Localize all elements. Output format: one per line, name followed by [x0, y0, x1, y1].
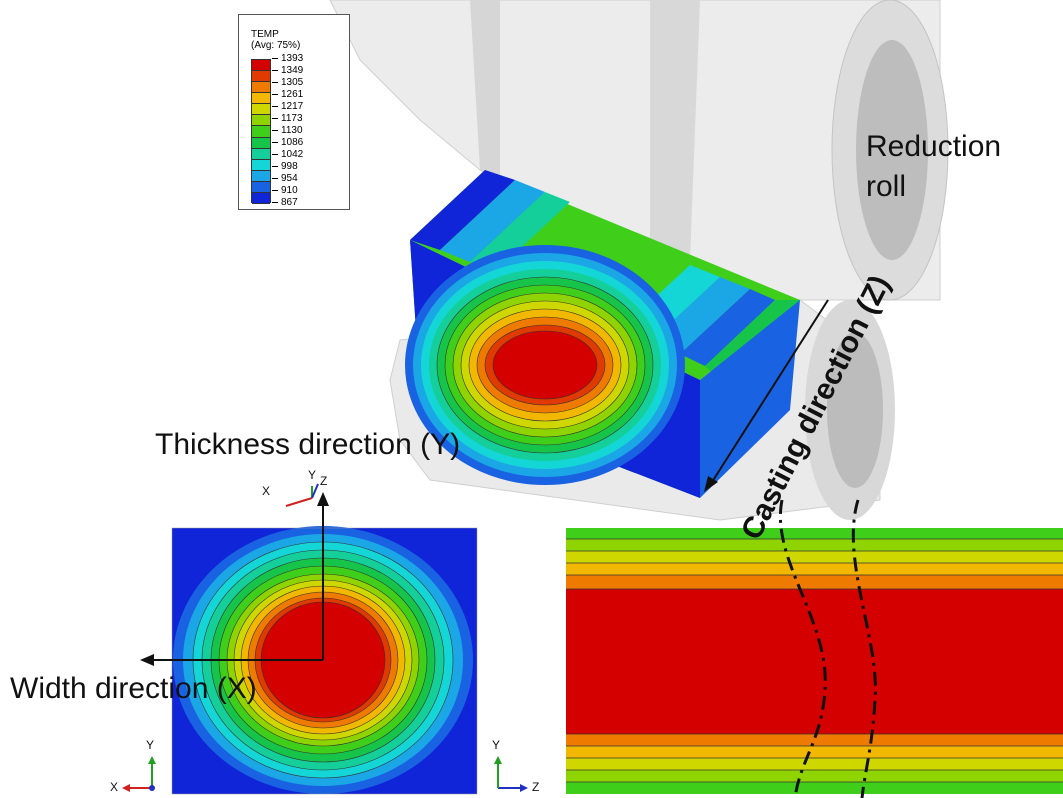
legend-color-segment — [252, 82, 270, 94]
legend-color-segment — [252, 137, 270, 149]
strand-front-section — [405, 240, 700, 498]
legend-tick-label: 1086 — [272, 138, 303, 148]
legend-color-segment — [252, 181, 270, 193]
triad-top-x-label: X — [262, 484, 271, 498]
temperature-legend: TEMP (Avg: 75%) 1393 1349 1305 1261 1217 1173… — [238, 14, 350, 210]
width-direction-label: Width direction (X) — [10, 672, 257, 705]
legend-color-segment — [252, 126, 270, 138]
legend-color-segment — [252, 148, 270, 160]
legend-tick-label: 1042 — [272, 150, 303, 160]
reduction-roll-label-line1: Reduction — [866, 130, 1002, 163]
triad-br-z-label: Z — [532, 780, 540, 794]
legend-tick-label: 1130 — [272, 126, 303, 136]
legend-tick-label: 954 — [272, 174, 298, 184]
legend-color-bar — [251, 59, 271, 204]
thickness-direction-label: Thickness direction (Y) — [155, 428, 461, 461]
legend-color-segment — [252, 192, 270, 204]
triad-bl-x-label: X — [110, 780, 119, 794]
legend-color-segment — [252, 71, 270, 83]
legend-tick-label: 1173 — [272, 114, 303, 124]
legend-color-segment — [252, 170, 270, 182]
triad-br-y-label: Y — [492, 738, 501, 752]
legend-color-segment — [252, 104, 270, 116]
legend-color-segment — [252, 115, 270, 127]
triad-top-y-label: Y — [308, 468, 317, 482]
reduction-roll-label-line2: roll — [866, 170, 907, 203]
legend-subtitle: (Avg: 75%) — [251, 40, 301, 51]
legend-tick-label: 1349 — [272, 66, 303, 76]
legend-tick-label: 1393 — [272, 54, 303, 64]
legend-tick-label: 1261 — [272, 90, 303, 100]
triad-bl-y-label: Y — [146, 738, 155, 752]
upper-reduction-roll — [329, 0, 949, 301]
legend-tick-label: 910 — [272, 186, 298, 196]
axis-arrows — [140, 492, 329, 666]
legend-tick-label: 998 — [272, 162, 298, 172]
casting-direction-arrow — [704, 299, 829, 492]
legend-color-segment — [252, 93, 270, 105]
triad-bottom-left — [122, 756, 156, 792]
triad-top — [285, 483, 319, 507]
legend-title: TEMP — [251, 29, 279, 40]
legend-tick-label: 1305 — [272, 78, 303, 88]
legend-color-segment — [252, 60, 270, 72]
legend-color-segment — [252, 159, 270, 171]
longitudinal-section — [566, 499, 1063, 798]
triad-bottom-right — [494, 756, 528, 792]
legend-tick-label: 867 — [272, 198, 298, 208]
triad-top-z-label: Z — [320, 474, 328, 488]
legend-tick-label: 1217 — [272, 102, 303, 112]
